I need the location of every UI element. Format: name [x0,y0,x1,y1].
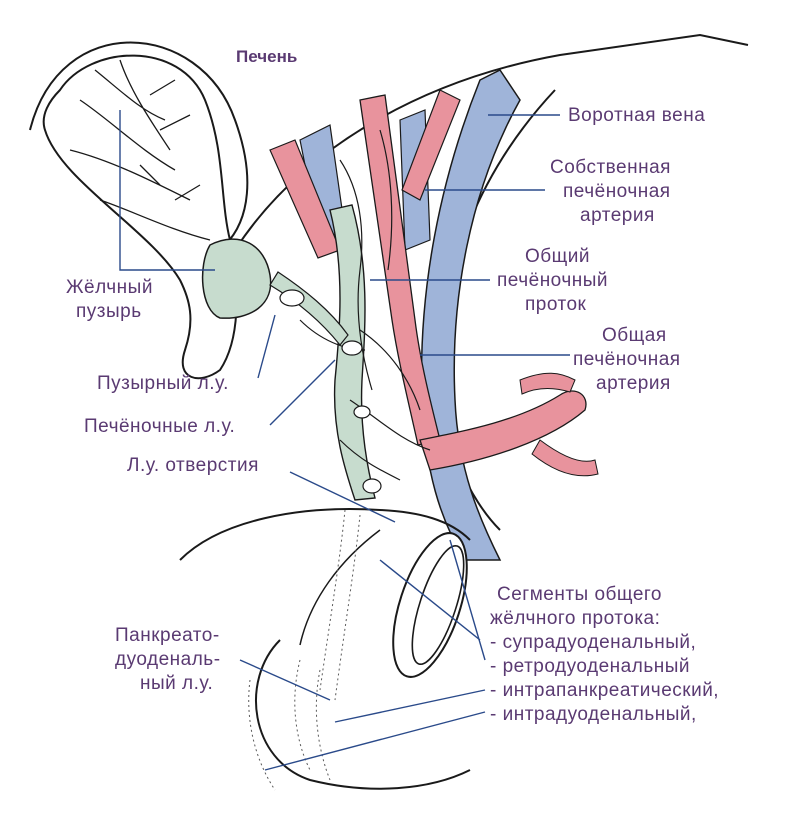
duodenum-lower-loop [255,639,471,790]
leader-lines [119,110,570,771]
label-common-hepatic-duct-3: проток [525,294,587,315]
artery-branch-lower [531,439,599,477]
cystic-duct [269,271,349,346]
foramen-lymph-node [362,478,382,494]
label-common-hepatic-artery-2: печёночная [573,349,681,370]
duodenum-inner-ring [411,544,465,666]
label-gallbladder-2: пузырь [76,301,142,322]
leader-segment-4 [264,711,486,771]
label-pancreatoduodenal-1: Панкреато- [115,625,220,646]
gallbladder-neck [201,238,272,319]
label-foramen-node: Л.у. отверстия [127,455,259,476]
label-segment-intrapancreatic: - интрапанкреатический, [490,680,719,701]
liver-title: Печень [236,47,297,66]
label-proper-artery-2: печёночная [563,181,671,202]
hepatic-lymph-node-1 [341,340,363,356]
common-hepatic-artery [419,390,587,471]
label-portal-vein: Воротная вена [568,105,705,126]
hepatic-artery [269,89,599,477]
label-common-hepatic-artery-3: артерия [596,373,671,394]
label-segment-retroduodenal: - ретродуоденальный [490,656,690,677]
leader-hepatic-nodes [269,359,336,426]
leader-cystic-node [257,314,276,379]
label-segment-supraduodenal: - супрадуоденальный, [490,632,696,653]
label-segments-title-1: Сегменты общего [497,584,662,605]
cystic-lymph-node [279,289,305,307]
label-hepatic-nodes: Печёночные л.у. [84,416,235,437]
label-cystic-node: Пузырный л.у. [97,373,229,394]
duodenum [179,508,471,790]
lymphatics [279,129,431,494]
leader-gallbladder [119,110,215,271]
gallbladder-outline [42,54,238,380]
hepatic-lymph-node-2 [353,405,371,419]
liver-left-lobe-outline [29,41,249,246]
label-segments-title-2: жёлчного протока: [490,608,660,629]
label-common-hepatic-artery-1: Общая [602,325,667,346]
artery-branch-upper [519,372,576,395]
hepatic-artery-right-branch [401,89,461,201]
label-gallbladder-1: Жёлчный [66,277,153,298]
label-proper-artery-3: артерия [580,205,655,226]
pancreas-texture [248,509,361,791]
label-pancreatoduodenal-2: дуоденаль- [115,649,221,670]
label-pancreatoduodenal-3: ный л.у. [140,673,213,694]
leader-segment-1 [379,559,481,641]
leader-segment-2 [449,539,486,661]
label-common-hepatic-duct-1: Общий [525,246,590,267]
gallbladder [42,54,272,380]
duodenum-upper-edge [179,508,471,561]
leader-pancreatoduodenal-node [239,659,331,701]
duodenum-inner-edge [299,529,381,646]
label-segment-intraduodenal: - интрадуоденальный, [490,704,697,725]
gallbladder-veins [69,59,211,241]
label-proper-artery-1: Собственная [550,157,671,178]
leader-segment-3 [334,689,486,723]
label-common-hepatic-duct-2: печёночный [497,270,608,291]
leader-foramen-node [289,471,396,523]
